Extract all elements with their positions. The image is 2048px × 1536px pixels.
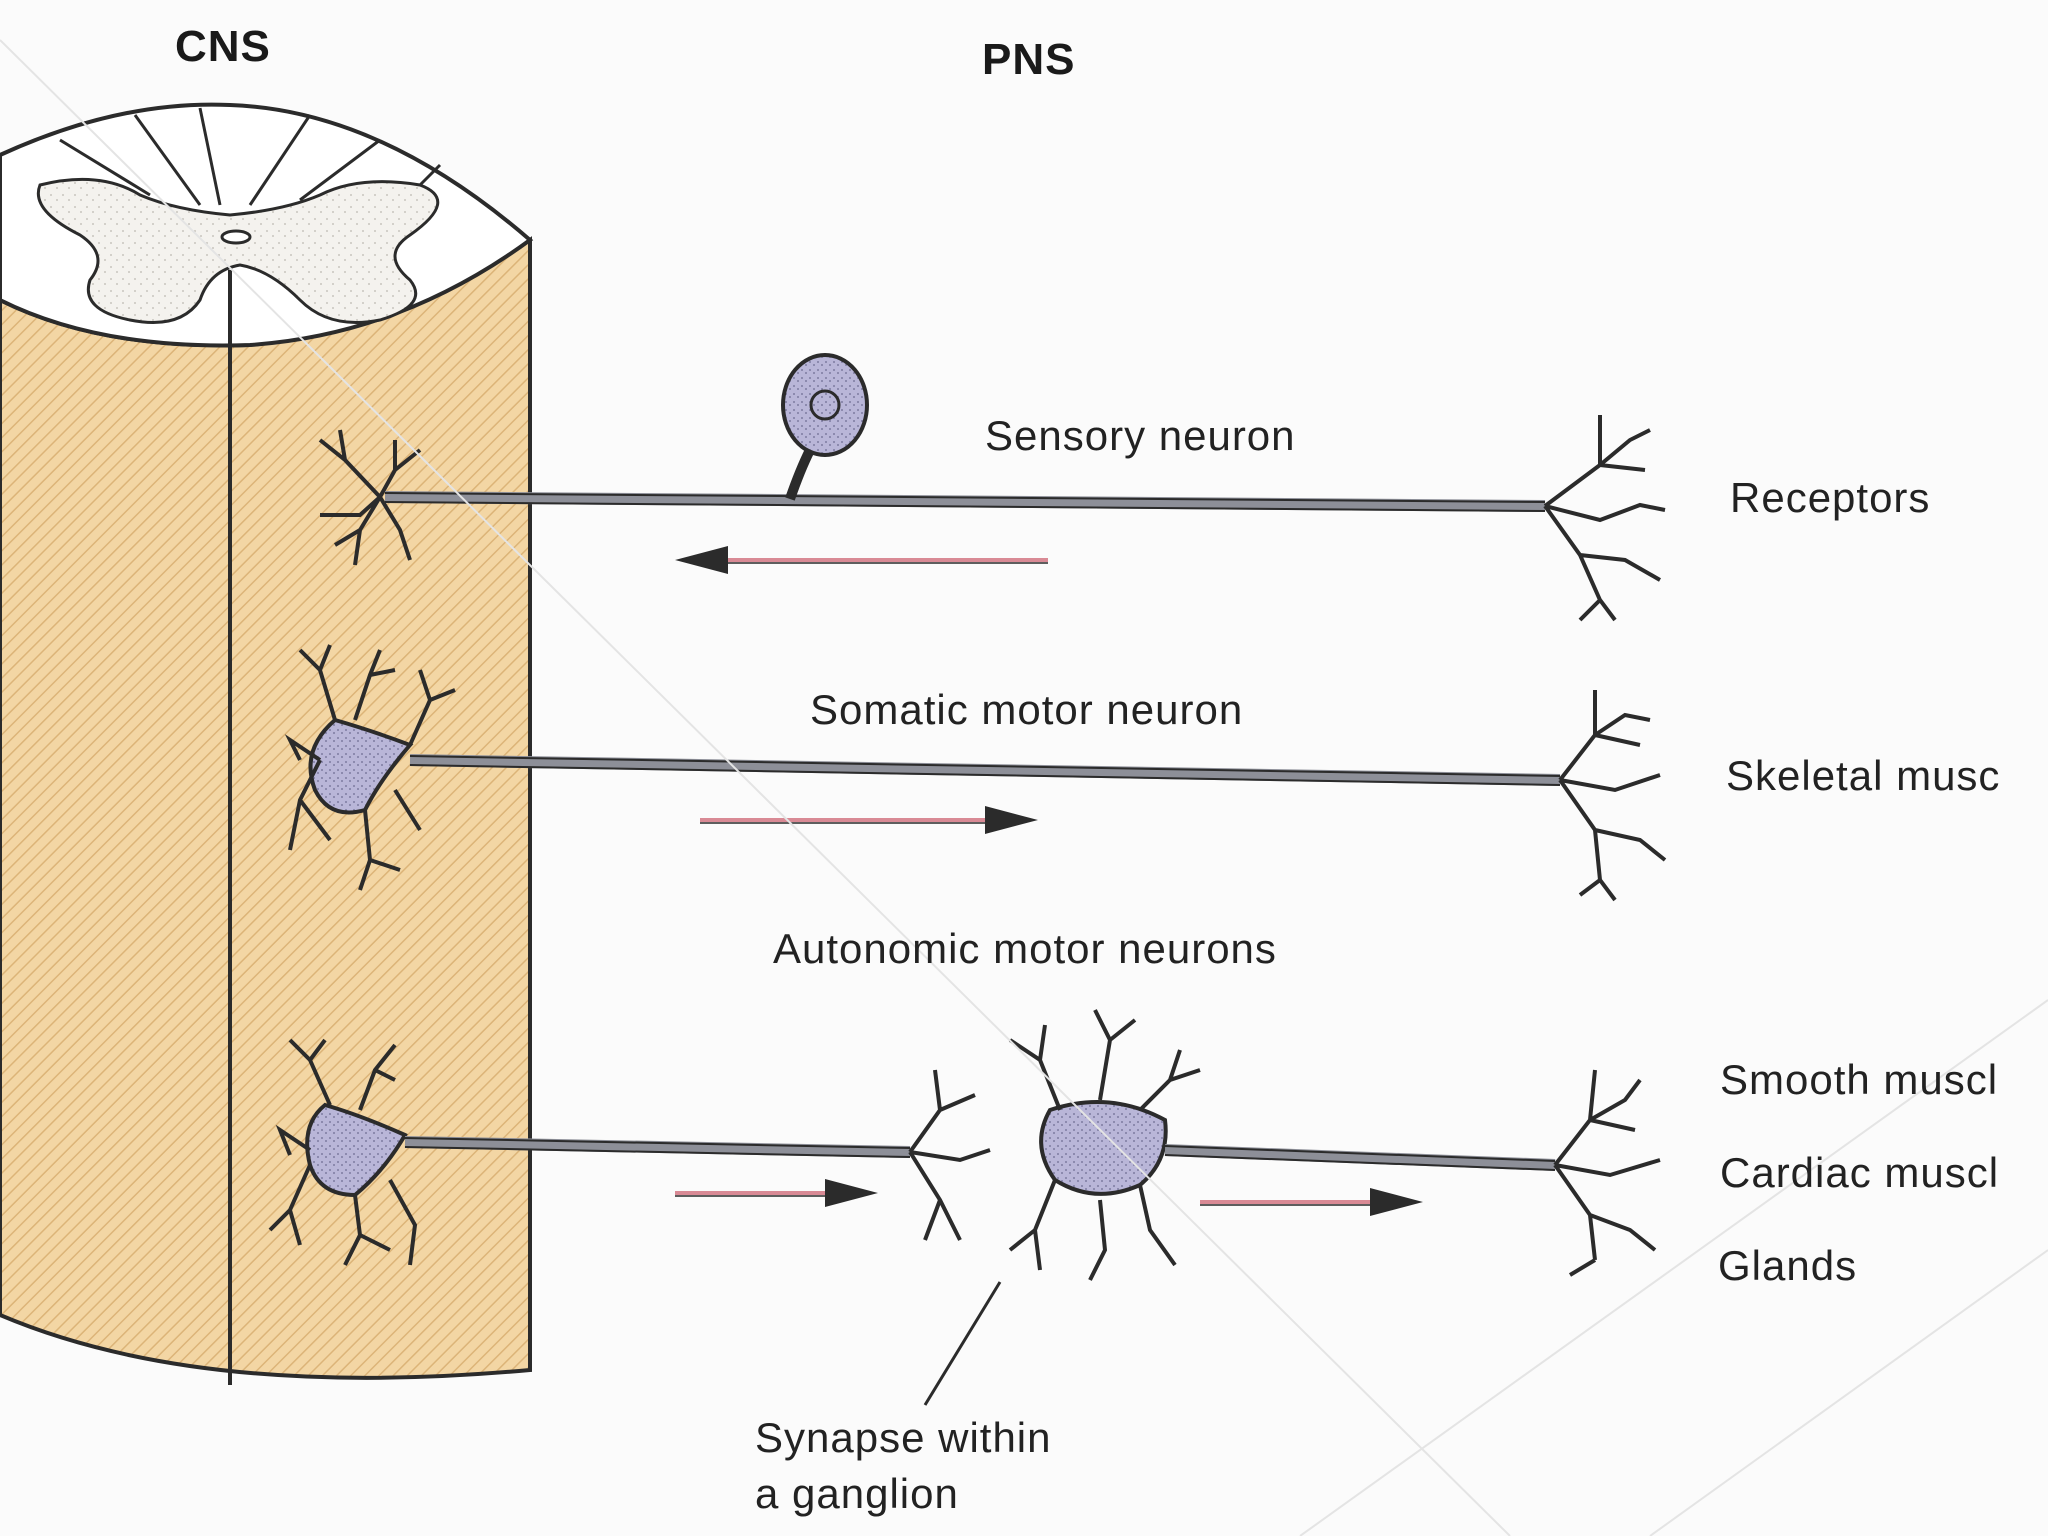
autonomic-motor-neurons-label: Autonomic motor neurons — [773, 925, 1277, 972]
synapse-label-line2: a ganglion — [755, 1470, 959, 1517]
somatic-direction-arrow — [700, 806, 1038, 834]
sensory-direction-arrow — [675, 546, 1048, 574]
smooth-muscle-label: Smooth muscl — [1720, 1056, 1999, 1103]
sensory-axon — [384, 491, 1546, 512]
postganglionic-axon — [1164, 1144, 1556, 1171]
preganglionic-terminals — [908, 1069, 991, 1241]
spinal-cord — [0, 102, 534, 1385]
somatic-motor-neuron-cell — [284, 644, 456, 891]
grey-matter — [37, 177, 440, 324]
sensory-stalk — [785, 447, 815, 501]
receptor-endings — [1543, 415, 1666, 622]
skeletal-muscle-endings — [1558, 690, 1667, 902]
autonomic-motor-neurons — [404, 1009, 1661, 1406]
skeletal-muscle-label: Skeletal musc — [1726, 752, 2001, 799]
somatic-motor-neuron-label: Somatic motor neuron — [810, 686, 1244, 733]
glands-label: Glands — [1718, 1242, 1858, 1289]
receptors-label: Receptors — [1730, 474, 1931, 521]
watermark-lines — [0, 39, 2048, 1536]
white-matter-tracts — [59, 107, 442, 206]
spinal-cord-body — [0, 236, 532, 1380]
pns-heading: PNS — [982, 35, 1076, 84]
ganglion-cell — [1039, 1100, 1168, 1196]
somatic-axon — [409, 754, 1561, 786]
synapse-pointer-line — [923, 1281, 1002, 1406]
sensory-neuron-label: Sensory neuron — [985, 412, 1296, 459]
direction-arrows — [675, 546, 1423, 1216]
sensory-interneuron-cell — [318, 429, 422, 566]
somatic-motor-neuron — [409, 690, 1667, 902]
effector-endings — [1553, 1069, 1661, 1277]
autonomic-postganglionic-arrow — [1200, 1188, 1423, 1216]
dorsal-root-ganglion-cell — [781, 353, 869, 457]
central-canal — [220, 229, 252, 245]
sensory-neuron — [384, 353, 1666, 622]
autonomic-preganglionic-arrow — [675, 1179, 878, 1207]
preganglionic-axon — [404, 1136, 911, 1158]
autonomic-preganglionic-cell — [268, 1038, 418, 1266]
cardiac-muscle-label: Cardiac muscl — [1720, 1149, 2000, 1196]
cns-heading: CNS — [175, 22, 271, 71]
synapse-label-line1: Synapse within — [755, 1414, 1052, 1461]
